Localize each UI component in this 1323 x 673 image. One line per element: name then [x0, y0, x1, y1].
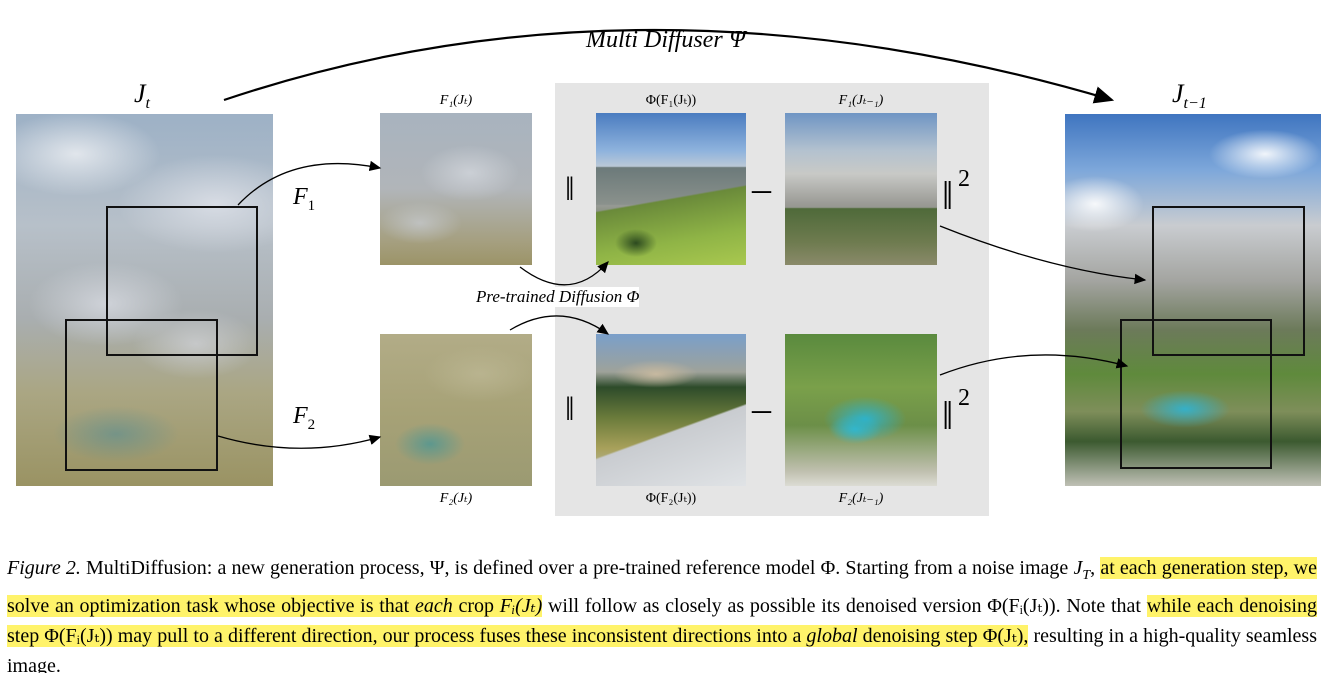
arrow-to-output-top — [939, 225, 1147, 285]
jt1-label-sub: t−1 — [1183, 95, 1207, 113]
norm-open-top: ‖ — [565, 171, 575, 208]
f2-arrow-label-sub: 2 — [307, 416, 316, 433]
figure-caption: Figure 2. MultiDiffusion: a new generati… — [7, 553, 1317, 673]
arrow-multi-diffuser — [223, 28, 1115, 104]
caption-highlight-each: each — [414, 595, 453, 617]
caption-highlight-1b: crop — [452, 595, 500, 617]
f2-jt1-label: F₂(Jₜ₋₁) — [838, 491, 884, 506]
jt-label-sub: t — [145, 95, 150, 113]
output-box-f1 — [1152, 206, 1305, 356]
jt1-label: Jt−1 — [1172, 79, 1207, 113]
minus-top: – — [752, 168, 771, 210]
jt1-label-main: J — [1172, 79, 1184, 108]
norm-open-bottom: ‖ — [565, 391, 575, 428]
phi-f2-label: Φ(F₂(Jₜ)) — [645, 491, 697, 506]
target-f1-image — [785, 113, 937, 265]
f1-arrow-label: F1 — [293, 184, 315, 215]
norm-close-top: ‖ — [942, 173, 954, 218]
caption-part-4: resulting in a high-quality seamless ima… — [7, 625, 1317, 673]
crop-box-f2 — [65, 319, 218, 471]
f1-arrow-label-sub: 1 — [307, 197, 316, 214]
target-f2-image — [785, 334, 937, 486]
norm-close-bottom: ‖ — [942, 393, 954, 438]
output-box-f2 — [1120, 319, 1272, 469]
arrow-f2 — [217, 434, 382, 449]
minus-bottom: – — [752, 388, 771, 430]
f1-arrow-label-main: F — [293, 184, 308, 210]
arrows-overlay — [217, 28, 1147, 449]
arrow-to-output-bottom — [939, 354, 1129, 376]
jt-label-main: J — [134, 79, 146, 108]
crop-f1-label: F₁(Jₜ) — [439, 93, 473, 108]
caption-jt-symbol: J — [1073, 557, 1083, 579]
crop-f2-label: F₂(Jₜ) — [439, 491, 473, 506]
crop-box-f1 — [106, 206, 258, 356]
caption-part-1: MultiDiffusion: a new generation process… — [80, 557, 1074, 579]
caption-part-3: will follow as closely as possible its d… — [542, 595, 1147, 617]
caption-lead: Figure 2. — [7, 557, 81, 579]
crop-f1-image — [380, 113, 532, 265]
exponent-top: 2 — [958, 166, 970, 192]
crop-f2-image — [380, 334, 532, 486]
caption-highlight-global: global — [806, 625, 858, 647]
jt-label: Jt — [134, 79, 150, 113]
noisy-image-jt — [16, 114, 273, 486]
f2-arrow-label: F2 — [293, 403, 315, 434]
caption-jt-sub: T — [1082, 568, 1091, 583]
arrow-pretrained-bottom — [509, 315, 610, 335]
arrow-pretrained-top — [519, 261, 609, 286]
caption-highlight-2b: denoising step Φ(Jₜ), — [857, 625, 1029, 647]
arrow-f1 — [237, 160, 382, 206]
f2-arrow-label-main: F — [293, 403, 308, 429]
pretrained-diffusion-label: Pre-trained Diffusion Φ — [476, 287, 640, 307]
caption-part-2: , — [1090, 557, 1101, 579]
phi-f1-label: Φ(F₁(Jₜ)) — [645, 93, 697, 108]
exponent-bottom: 2 — [958, 385, 970, 411]
output-image-jt1 — [1065, 114, 1321, 486]
denoised-f1-image — [596, 113, 746, 265]
f1-jt1-label: F₁(Jₜ₋₁) — [838, 93, 884, 108]
caption-highlight-math: Fᵢ(Jₜ) — [499, 595, 543, 617]
denoised-f2-image — [596, 334, 746, 486]
